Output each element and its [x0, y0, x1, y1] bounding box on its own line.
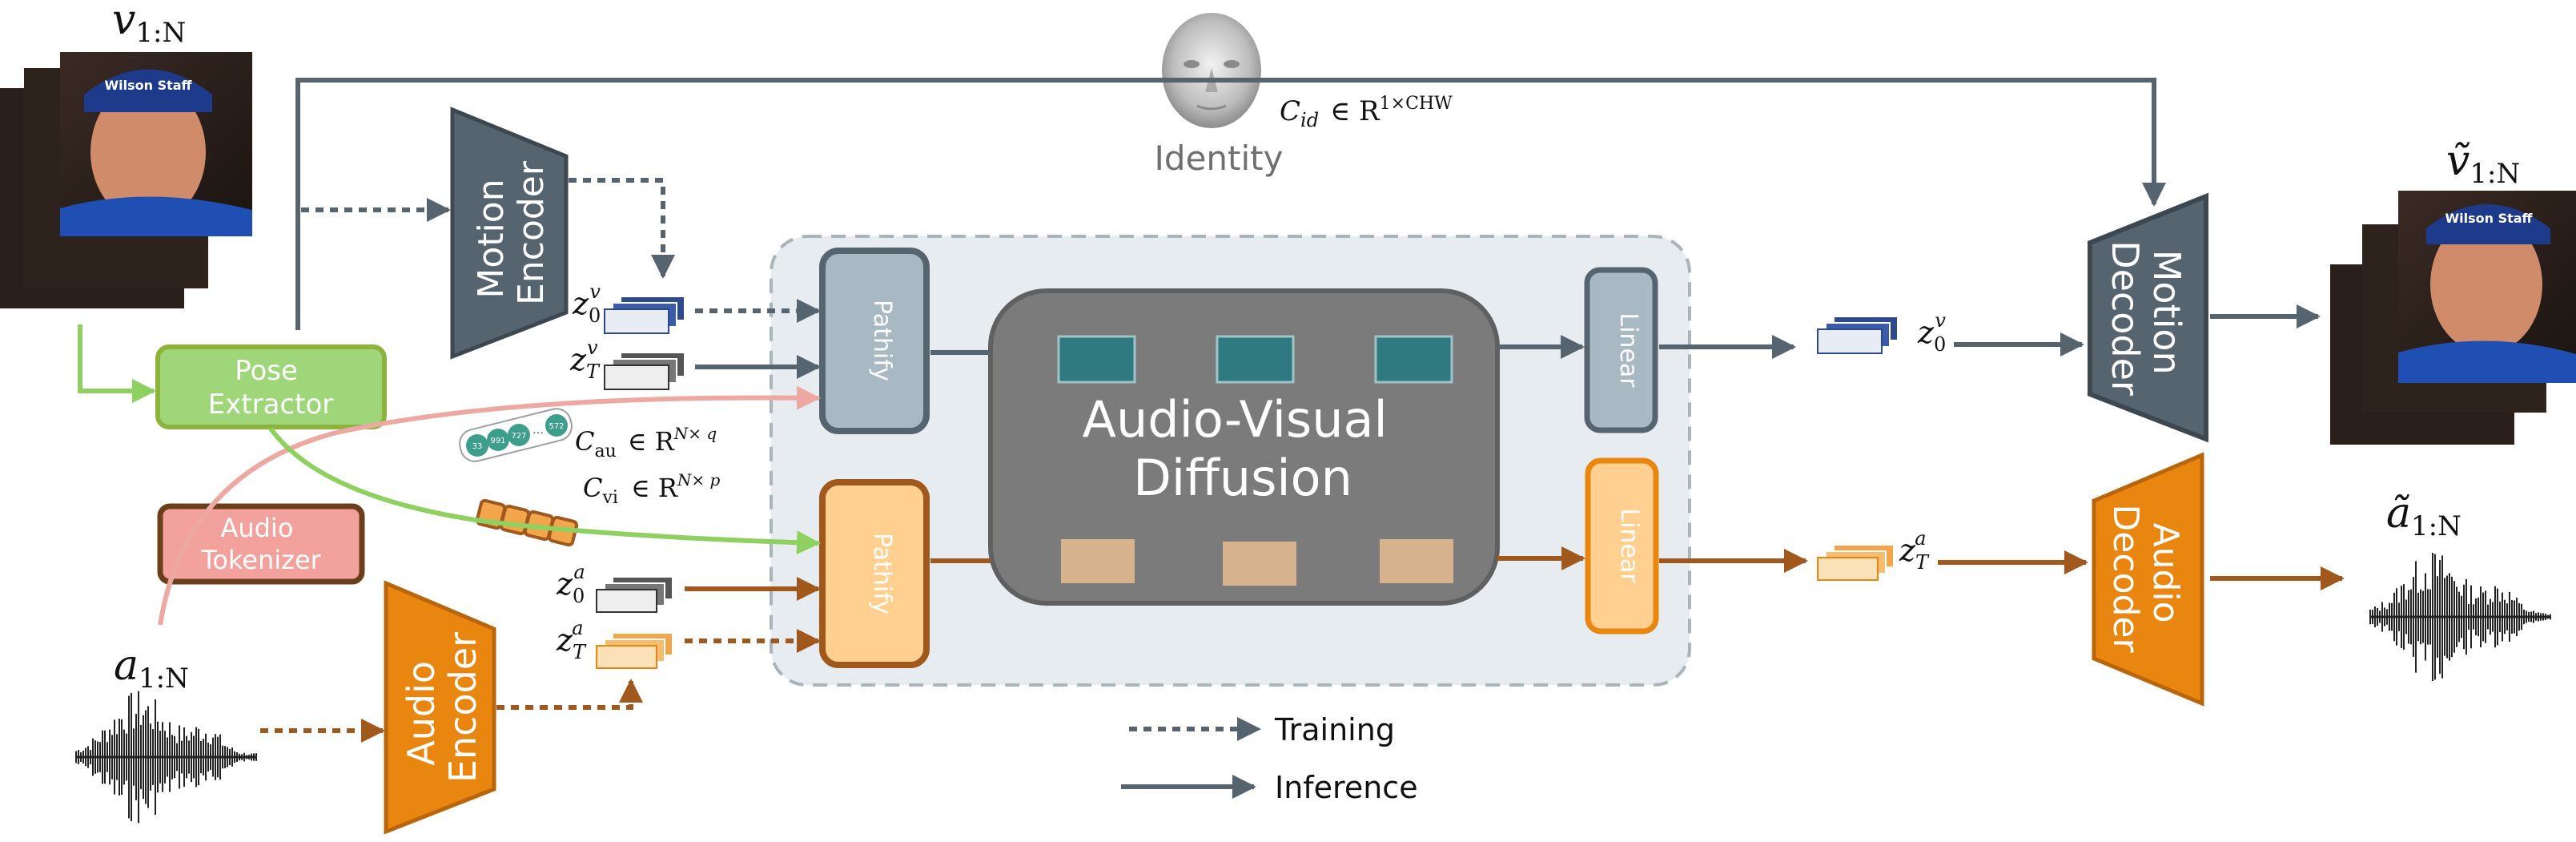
motion-encoder-label: Motion Encoder [471, 160, 552, 305]
latent-z0-v-output-cube [1817, 316, 1899, 354]
token-chip-label: 572 [549, 422, 564, 431]
z0-a-label: z0a [556, 561, 585, 607]
output-video-label: ṽ1:N [2446, 137, 2520, 190]
token-chip [508, 424, 530, 446]
legend-training-label: Training [1274, 712, 1395, 747]
linear-bottom-block [1585, 457, 1659, 635]
c-au-label: Cau∈ RN× q [575, 424, 717, 461]
output-video-frames: Wilson Staff [2330, 191, 2576, 445]
svg-text:Wilson Staff: Wilson Staff [104, 78, 192, 93]
identity-path-arrow [295, 78, 2166, 330]
motion-decoder-label: Motion Decoder [2104, 240, 2188, 396]
audio-token-chips: 33 991 727 … 572 [459, 408, 573, 462]
patchify-bottom-label: Pathify [868, 533, 896, 614]
zT-a-output-label: zTa [1899, 527, 1930, 574]
latent-zT-v-cube [604, 352, 685, 390]
audio-encoder-label: Audio Encoder [400, 632, 484, 783]
token-chip [545, 414, 568, 437]
audio-encoder-to-zT-arrow [496, 679, 643, 710]
legend-inference-label: Inference [1275, 770, 1418, 805]
visual-token [1216, 335, 1295, 384]
z0-v-label: z0v [572, 280, 601, 327]
zT-a-label: zTa [556, 617, 587, 663]
c-id-label: Cid∈ R1×CHW [1280, 94, 1453, 131]
audio-token [1223, 542, 1296, 586]
motion-decoder-block [2088, 192, 2208, 443]
visual-token [1374, 335, 1453, 384]
svg-text:Wilson Staff: Wilson Staff [2445, 211, 2533, 226]
linear-bottom-label: Linear [1615, 508, 1643, 583]
token-chip-label: 727 [511, 432, 526, 441]
linear-top-block [1584, 267, 1658, 433]
tokenizer-to-patchify-arrow [158, 385, 821, 626]
z0-v-output-label: z0v [1917, 309, 1946, 356]
identity-label: Identity [1155, 139, 1284, 178]
pose-extractor-label: Pose Extractor [208, 355, 334, 421]
latent-zT-a-output-cube [1817, 544, 1895, 581]
patchify-top-block [819, 248, 930, 434]
motion-encoder-to-z0-arrow [569, 178, 675, 279]
output-audio-label: ã1:N [2386, 489, 2461, 542]
diffusion-label: Audio-Visual Diffusion [1083, 390, 1404, 507]
token-chip-label: … [532, 424, 544, 437]
audio-token [1380, 539, 1453, 583]
visual-token [1057, 335, 1136, 384]
zT-v-label: zTv [569, 336, 601, 383]
audio-decoder-label: Audio Decoder [2105, 504, 2186, 653]
input-audio-label: a1:N [114, 642, 189, 695]
output-audio-waveform [2369, 552, 2551, 682]
audio-tokenizer-block [157, 503, 365, 585]
audio-decoder-block [2092, 452, 2204, 707]
c-vi-label: Cvi∈ RN× p [583, 470, 721, 508]
token-chip [466, 434, 488, 457]
input-video-frames: Wilson Staff [0, 52, 252, 308]
video-to-pose-arrow [78, 324, 156, 403]
latent-zT-a-input-cube [596, 632, 673, 669]
input-video-label: v1:N [112, 0, 186, 49]
motion-encoder-block [450, 107, 569, 360]
latent-z0-a-cube [596, 576, 673, 613]
latent-z0-v-input-cube [604, 296, 685, 334]
audio-token [1061, 539, 1135, 583]
token-chip-label: 991 [490, 437, 505, 445]
patchify-top-label: Pathify [868, 300, 896, 381]
token-chip [487, 429, 509, 451]
audio-tokenizer-label: Audio Tokenizer [200, 513, 321, 575]
input-audio-waveform [75, 691, 257, 824]
audio-encoder-block [384, 580, 496, 835]
token-chip-label: 33 [472, 442, 483, 451]
pose-extractor-block [155, 344, 387, 429]
patchify-bottom-block [819, 479, 930, 668]
identity-face-icon [1162, 13, 1261, 128]
pose-to-patchify-arrow [268, 427, 821, 555]
linear-top-label: Linear [1614, 312, 1642, 388]
